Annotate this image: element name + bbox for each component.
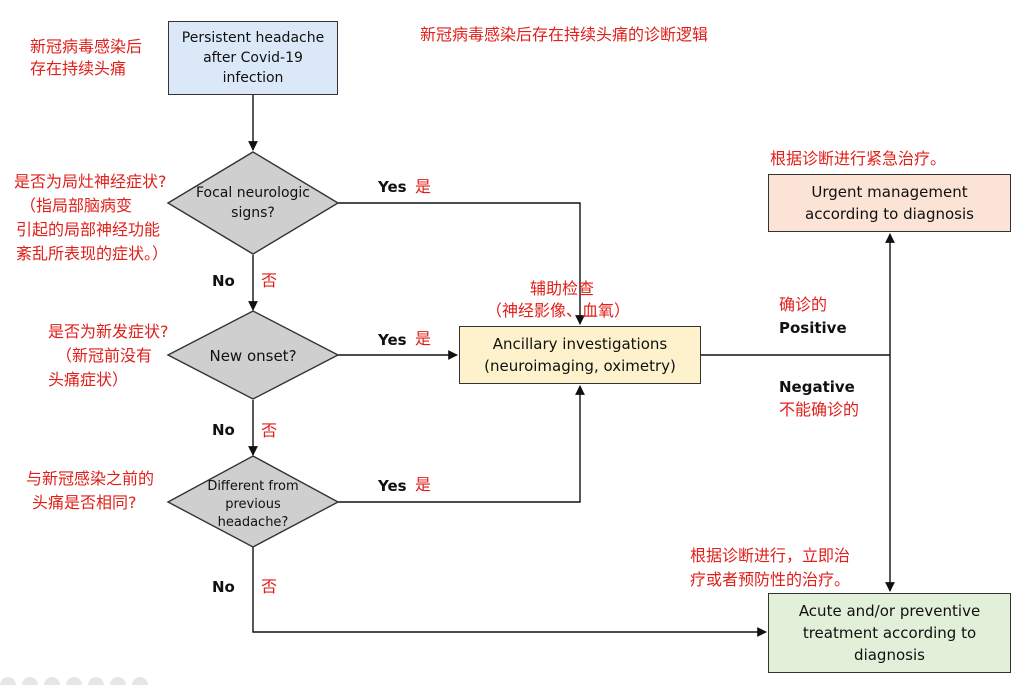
q1-line-1: Focal neurologic: [195, 185, 311, 201]
q1-no-label: No: [212, 272, 235, 290]
bottom-edge-decoration: [0, 677, 148, 685]
urgent-box: Urgent management according to diagnosis: [768, 174, 1011, 232]
decision-diamond-new-onset: [166, 310, 340, 400]
urgent-cn-note: 根据诊断进行紧急治疗。: [770, 149, 947, 168]
negative-cn: 不能确诊的: [779, 400, 860, 419]
start-line-3: infection: [222, 70, 284, 86]
start-cn-note: 新冠病毒感染后 存在持续头痛: [30, 36, 142, 80]
start-cn-line-2: 存在持续头痛: [30, 59, 127, 78]
positive-label: Positive: [779, 319, 847, 337]
q3-no-cn: 否: [261, 577, 278, 596]
acute-cn-line-2: 疗或者预防性的治疗。: [690, 570, 851, 589]
acute-line-3: diagnosis: [854, 646, 925, 664]
arrow-q3-no: [252, 547, 767, 637]
acute-line-1: Acute and/or preventive: [798, 602, 981, 620]
q1-no-cn: 否: [261, 271, 278, 290]
q2-no-cn: 否: [261, 421, 278, 440]
q2-no-label: No: [212, 421, 235, 439]
start-cn-line-1: 新冠病毒感染后: [30, 37, 143, 56]
q3-yes-cn: 是: [415, 475, 432, 494]
q2-text: New onset?: [178, 345, 328, 367]
q1-cn-line-3: 引起的局部神经功能: [16, 220, 161, 239]
edge-dot: [88, 677, 104, 685]
start-line-2: after Covid-19: [203, 50, 303, 66]
edge-dot: [132, 677, 148, 685]
q1-line-2: signs?: [231, 205, 275, 221]
decision-diamond-focal: [166, 151, 340, 255]
acute-box: Acute and/or preventive treatment accord…: [768, 593, 1011, 673]
edge-dot: [22, 677, 38, 685]
acute-cn-note: 根据诊断进行，立即治 疗或者预防性的治疗。: [690, 544, 850, 592]
ancillary-cn-note: 辅助检查 （神经影像、血氧）: [486, 278, 630, 322]
q3-line-1: Different from: [207, 479, 299, 494]
q1-cn-line-4: 紊乱所表现的症状。）: [16, 244, 169, 263]
q1-cn-note: 是否为局灶神经症状? （指局部脑病变 引起的局部神经功能 紊乱所表现的症状。）: [14, 170, 168, 266]
ancillary-cn-line-1: 辅助检查: [530, 279, 595, 298]
acute-cn-line-1: 根据诊断进行，立即治: [690, 546, 851, 565]
q2-cn-line-3: 头痛症状）: [48, 370, 129, 389]
diagram-title: 新冠病毒感染后存在持续头痛的诊断逻辑: [420, 25, 709, 44]
ancillary-cn-line-2: （神经影像、血氧）: [486, 301, 631, 320]
q3-cn-line-2: 头痛是否相同?: [32, 493, 137, 512]
edge-dot: [0, 677, 16, 685]
q3-line-2: previous: [225, 497, 281, 512]
decision-diamond-different: [166, 455, 340, 548]
q1-yes-cn: 是: [415, 177, 432, 196]
q1-yes-label: Yes: [378, 178, 407, 196]
edge-dot: [110, 677, 126, 685]
q3-line-3: headache?: [217, 515, 289, 530]
arrow-q1-yes: [338, 202, 585, 325]
arrow-q3-yes: [338, 385, 585, 503]
edge-dot: [66, 677, 82, 685]
q2-cn-line-2: （新冠前没有: [56, 346, 153, 365]
ancillary-box: Ancillary investigations (neuroimaging, …: [459, 326, 701, 384]
q2-cn-note: 是否为新发症状? （新冠前没有 头痛症状）: [48, 320, 169, 392]
ancillary-line-1: Ancillary investigations: [492, 335, 668, 353]
q2-yes-cn: 是: [415, 329, 432, 348]
start-line-1: Persistent headache: [181, 30, 325, 46]
q1-text: Focal neurologic signs?: [178, 183, 328, 223]
q1-cn-line-1: 是否为局灶神经症状?: [14, 172, 167, 191]
q2-cn-line-1: 是否为新发症状?: [48, 322, 169, 341]
acute-line-2: treatment according to: [802, 624, 977, 642]
q3-text: Different from previous headache?: [188, 478, 318, 532]
edge-dot: [44, 677, 60, 685]
q1-cn-line-2: （指局部脑病变: [20, 196, 133, 215]
q3-yes-label: Yes: [378, 477, 407, 495]
start-box: Persistent headache after Covid-19 infec…: [168, 21, 338, 95]
q3-cn-line-1: 与新冠感染之前的: [26, 469, 155, 488]
positive-cn: 确诊的: [779, 295, 828, 314]
q2-line-1: New onset?: [209, 347, 297, 365]
urgent-line-2: according to diagnosis: [805, 205, 974, 223]
negative-label: Negative: [779, 378, 855, 396]
urgent-line-1: Urgent management: [811, 183, 968, 201]
ancillary-line-2: (neuroimaging, oximetry): [484, 357, 676, 375]
q3-cn-note: 与新冠感染之前的 头痛是否相同?: [26, 467, 154, 515]
q3-no-label: No: [212, 578, 235, 596]
q2-yes-label: Yes: [378, 331, 407, 349]
